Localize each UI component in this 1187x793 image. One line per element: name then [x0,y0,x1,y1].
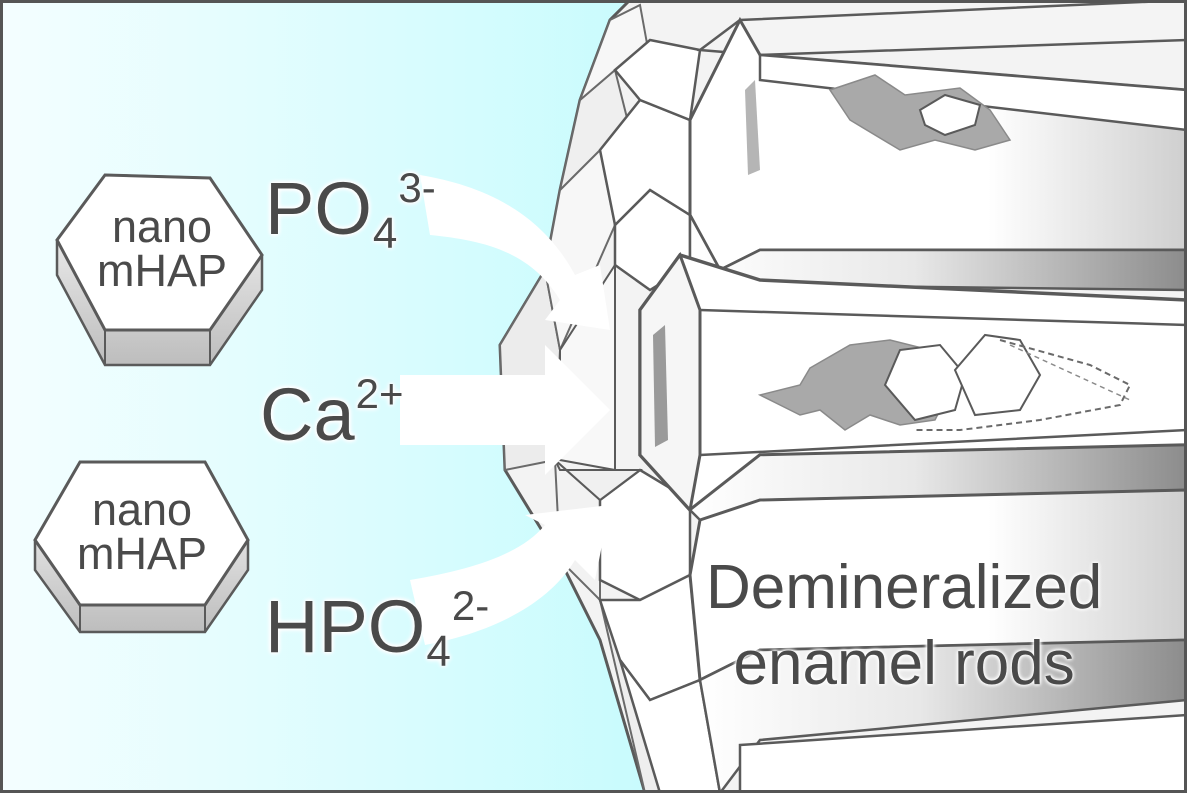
ion-phosphate-sup: 3- [398,164,436,211]
ion-hydrogen-phosphate-label: HPO42- [265,585,489,674]
ion-calcium-sup: 2+ [355,370,404,417]
enamel-caption-line2: enamel rods [733,629,1075,698]
arrow-phosphate [420,175,610,330]
ion-phosphate-label: PO43- [265,167,436,256]
ion-phosphate-base: PO [265,167,372,250]
arrow-calcium [400,345,610,475]
particle-1-line2: mHAP [96,245,227,296]
particle-1-line1: nano [111,201,213,252]
particle-1-label: nano mHAP [52,201,272,296]
enamel-caption-line1: Demineralized [706,553,1103,622]
particle-2-line1: nano [91,484,193,535]
ion-calcium-base: Ca [260,373,355,456]
arrow-hydrogen-phosphate [410,505,610,645]
ion-calcium-label: Ca2+ [260,373,404,452]
ion-phosphate-sub: 4 [372,209,398,258]
ion-arrows [400,175,610,645]
nano-mhap-particle-1 [55,173,264,367]
ion-hydrogen-phosphate-sub: 4 [426,627,451,676]
ion-hydrogen-phosphate-sup: 2- [451,582,490,629]
particle-2-label: nano mHAP [32,484,252,579]
ion-hydrogen-phosphate-base: HPO [265,585,426,668]
particle-2-line2: mHAP [76,528,207,579]
enamel-block [498,0,1187,793]
enamel-caption: Demineralized enamel rods [706,550,1102,702]
nano-mhap-particle-2 [33,460,250,634]
